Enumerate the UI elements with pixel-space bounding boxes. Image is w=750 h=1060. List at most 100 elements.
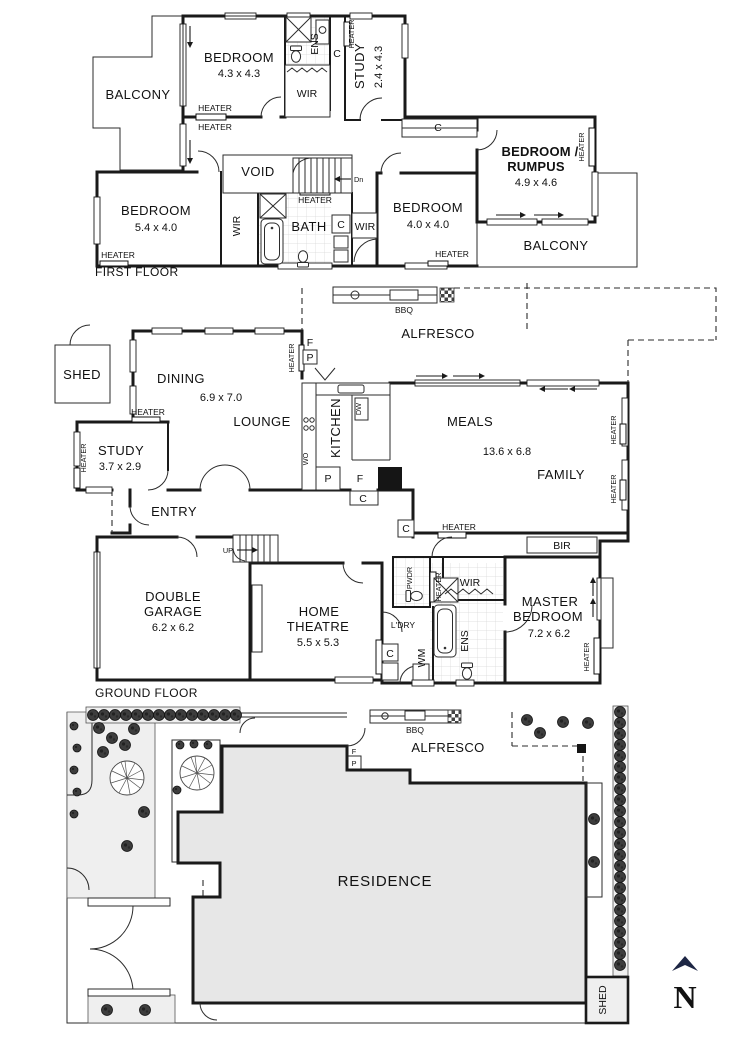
compass: N (672, 956, 698, 1015)
first-floor-plan: BEDROOM 4.3 x 4.3 BALCONY ENS HEATER C S… (92, 12, 638, 279)
driveway-gates (66, 867, 171, 997)
ff-heater1-label: HEATER (198, 103, 232, 113)
ff-wir2-label: WIR (231, 215, 243, 236)
gf-shed-label: SHED (63, 367, 101, 382)
first-floor-title: FIRST FLOOR (95, 265, 179, 279)
ff-ens-label: ENS (309, 33, 321, 55)
ff-void-label: VOID (241, 164, 274, 179)
ff-bedroom1-dims: 4.3 x 4.3 (218, 68, 260, 80)
gf-fridge2-label: F (307, 337, 313, 349)
gf-alfresco-area (301, 283, 717, 382)
gf-wet-fixtures (251, 519, 614, 681)
gf-heater-family1-label: HEATER (609, 415, 618, 444)
gf-heater-master-label: HEATER (582, 642, 591, 671)
first-floor-arrows (187, 26, 564, 218)
ff-bedroom2-label: BEDROOM (121, 203, 191, 218)
ff-heater3-label: HEATER (298, 195, 332, 205)
gf-up-label: UP (223, 546, 233, 555)
ff-study-dims: 2.4 x 4.3 (373, 46, 385, 88)
ff-heater5-label: HEATER (435, 249, 469, 259)
residence-footprint (176, 744, 588, 1005)
gf-pantry2-label: P (306, 352, 313, 364)
ff-heater2-label: HEATER (198, 122, 232, 132)
gf-master-line1: MASTER (522, 594, 579, 609)
ff-wir1-label: WIR (297, 88, 318, 100)
ff-cupboard3-label: C (337, 219, 345, 231)
ff-bath-label: BATH (291, 219, 326, 234)
ground-floor-heaters (73, 344, 627, 675)
site-residence-label: RESIDENCE (338, 873, 433, 890)
compass-n-label: N (673, 979, 696, 1015)
ff-heater-study-label: HEATER (347, 19, 356, 48)
gf-study-dims: 3.7 x 2.9 (99, 461, 141, 473)
gf-walloven-label: WO (301, 452, 310, 465)
gf-fridge-label: F (357, 473, 363, 485)
gf-garage-line2: GARAGE (144, 604, 202, 619)
gf-master-line2: BEDROOM (513, 609, 583, 624)
kitchen-bench (301, 367, 402, 506)
first-floor-windows (93, 12, 599, 270)
gf-shed (54, 324, 111, 404)
gf-meals-label: MEALS (447, 414, 493, 429)
gf-meals-dims: 13.6 x 6.8 (483, 446, 531, 458)
ff-rumpus-line2: RUMPUS (507, 159, 565, 174)
site-fridge-label: F (352, 747, 357, 756)
gf-heater-study-label: HEATER (79, 443, 88, 472)
gf-study-label: STUDY (98, 443, 144, 458)
gf-theatre-dims: 5.5 x 5.3 (297, 637, 339, 649)
gf-alfresco-label: ALFRESCO (401, 326, 474, 341)
gf-heater-hall-label: HEATER (442, 522, 476, 532)
gf-dining-label: DINING (157, 371, 205, 386)
ground-floor-plan: BBQ ALFRESCO F P HEATER SHED DINING 6.9 … (54, 283, 717, 700)
ff-bedroom3-label: BEDROOM (393, 200, 463, 215)
bath-fixtures (259, 193, 378, 268)
site-alfresco-label: ALFRESCO (411, 740, 484, 755)
ensuite-fixtures (285, 16, 330, 63)
gf-lounge-label: LOUNGE (233, 414, 290, 429)
residence-details (199, 727, 603, 1021)
gf-dining-dims: 6.9 x 7.0 (200, 392, 242, 404)
gf-wir-label: WIR (460, 577, 481, 589)
wir-closet-ff (284, 64, 331, 118)
ff-rumpus-line1: BEDROOM / (502, 144, 579, 159)
ff-cupboard1-label: C (333, 48, 341, 60)
gf-laundry-label: L'DRY (391, 620, 415, 630)
gf-bir-label: BIR (553, 540, 571, 552)
gf-theatre-line1: HOME (299, 604, 340, 619)
ground-floor-arrows (416, 373, 597, 617)
first-floor-doors (197, 96, 498, 263)
gf-cupboard-hall-label: C (402, 523, 410, 535)
gf-entry-label: ENTRY (151, 504, 197, 519)
compass-arrow (672, 956, 698, 971)
gf-master-dims: 7.2 x 6.2 (528, 628, 570, 640)
balcony-right-outline (476, 172, 638, 268)
site-plan: N BBQ ALFRESCO F P RESIDENCE SHED (66, 705, 698, 1025)
ground-floor-doors (129, 464, 533, 684)
ff-down-label: Dn (354, 175, 363, 184)
ff-wir3-label: WIR (355, 221, 376, 233)
ff-rumpus-dims: 4.9 x 4.6 (515, 177, 557, 189)
ff-balcony-right-label: BALCONY (524, 238, 589, 253)
gf-kitchen-label: KITCHEN (328, 398, 343, 458)
gf-pantry-label: P (324, 473, 331, 485)
ff-bedroom3-dims: 4.0 x 4.0 (407, 219, 449, 231)
gf-cupboard-ldry-label: C (386, 648, 394, 660)
site-pantry-label: P (352, 759, 357, 768)
gf-garage-dims: 6.2 x 6.2 (152, 622, 194, 634)
ff-heater-rumpus-label: HEATER (577, 132, 586, 161)
gf-heater-ens-label: HEATER (434, 572, 443, 601)
gf-theatre-line2: THEATRE (287, 619, 350, 634)
gf-garage-line1: DOUBLE (145, 589, 201, 604)
ff-heater4-label: HEATER (101, 250, 135, 260)
gf-pantry2-box (302, 349, 318, 365)
ff-bedroom2-dims: 5.4 x 4.0 (135, 222, 177, 234)
ff-study-label: STUDY (352, 43, 367, 89)
gf-powder-label: PWDR (405, 567, 414, 589)
hall-cupboard-strip (401, 118, 478, 138)
gf-dishwasher-label: DW (354, 403, 363, 415)
stairs-up (232, 534, 279, 563)
site-shed (584, 975, 630, 1025)
void-and-stairs-down (222, 154, 353, 194)
